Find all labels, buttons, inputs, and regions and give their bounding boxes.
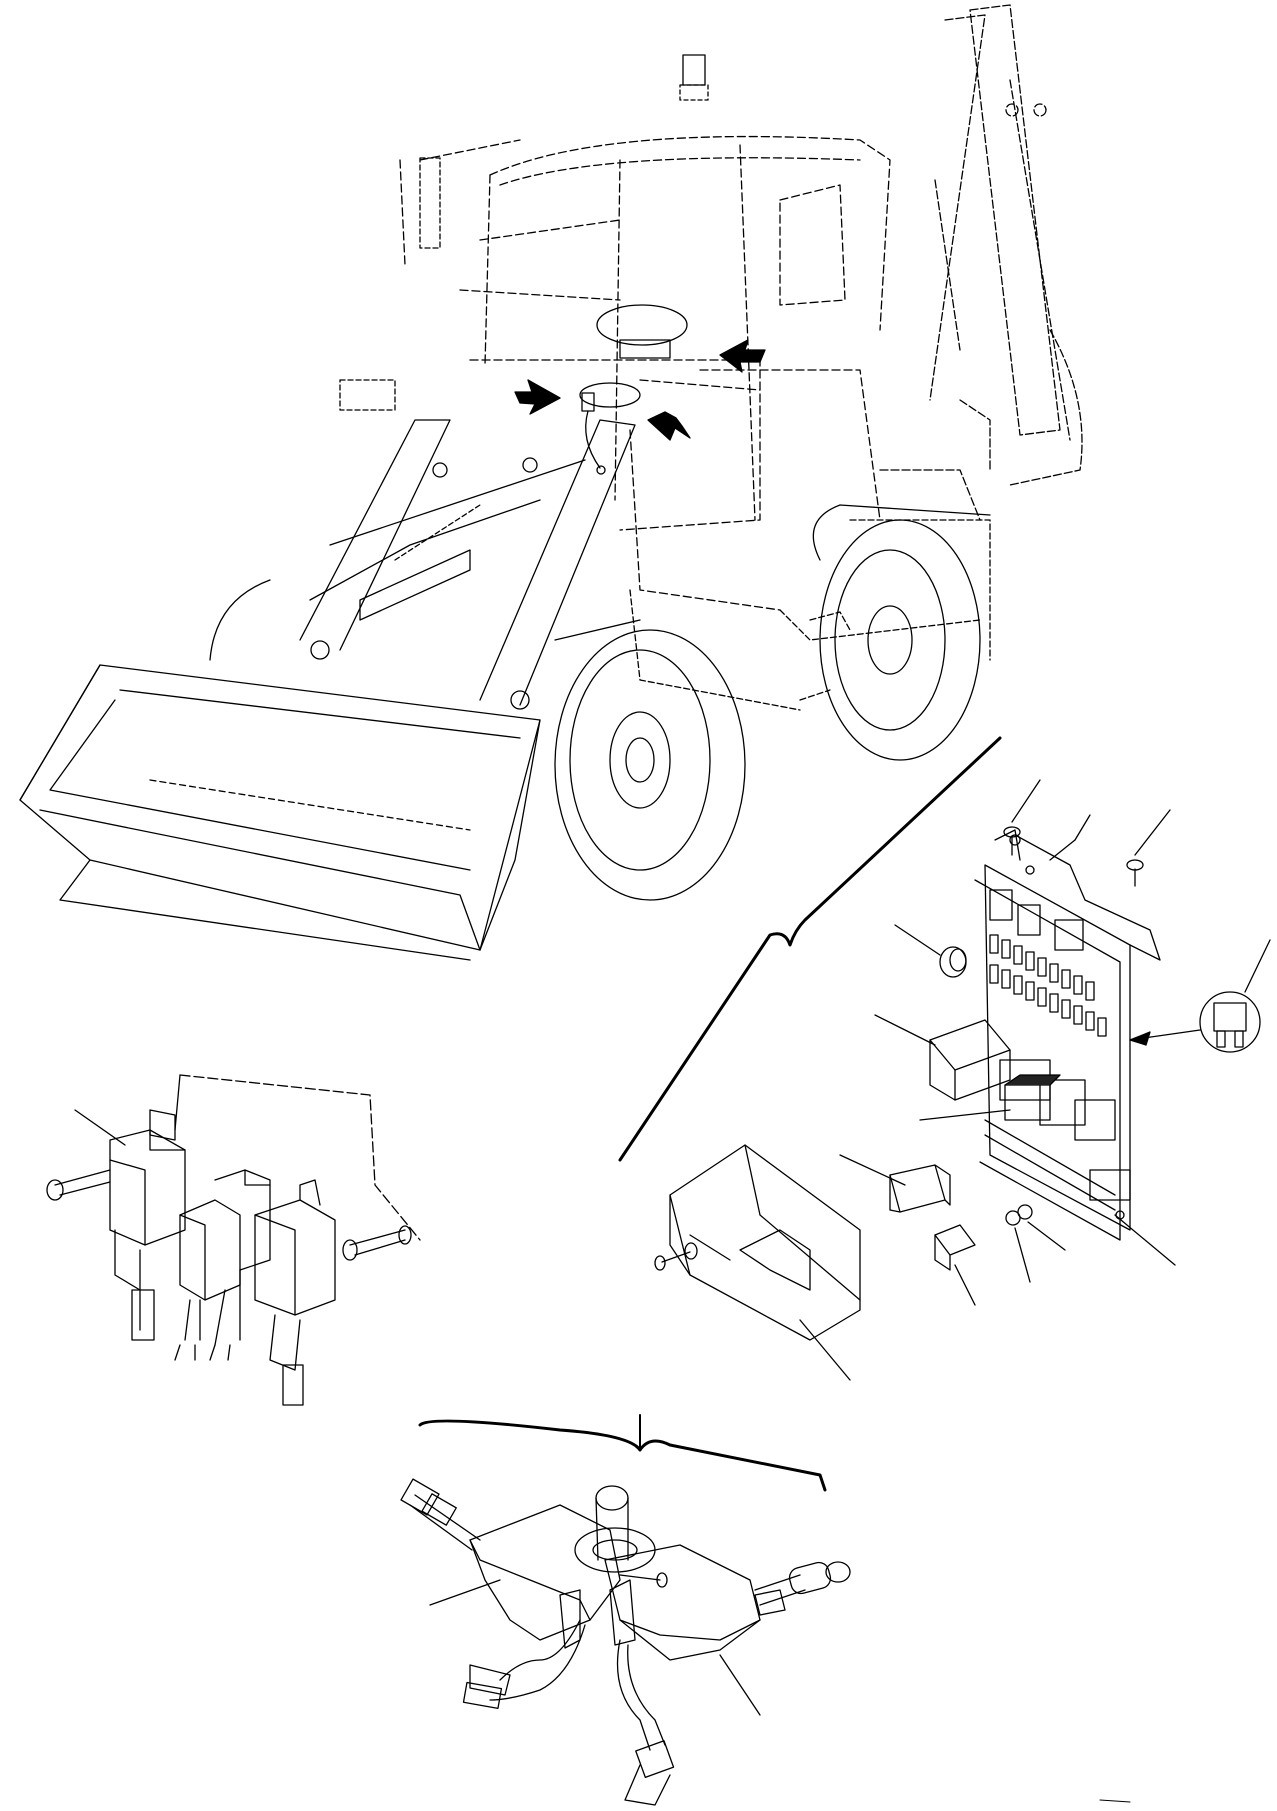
- buzzer: [939, 946, 967, 978]
- operator-cab: [399, 135, 891, 611]
- relay-bolt: [46, 1169, 111, 1201]
- steering-column-switch-view: [400, 1414, 851, 1806]
- arrow-icon: [719, 339, 766, 373]
- switch-harness: [462, 1619, 675, 1806]
- rear-wheel: [812, 504, 991, 761]
- leader-lines: [799, 779, 1271, 1381]
- fuse-relay-box-view: [618, 736, 1271, 1381]
- sheet-corner-mark: [1099, 1799, 1131, 1803]
- relay-bolt: [342, 1225, 412, 1261]
- chassis: [629, 519, 991, 711]
- loader-arms: [299, 419, 636, 710]
- arrow-icon: [647, 411, 691, 441]
- callout-arrows: [514, 339, 766, 441]
- relay-c: [254, 1179, 336, 1406]
- right-column-switch: [604, 1544, 851, 1661]
- diode-relay: [1004, 1074, 1061, 1121]
- leader-line: [74, 1109, 126, 1146]
- relay-a: [179, 1199, 241, 1341]
- loader-bucket: [19, 664, 541, 961]
- fuse-box: [974, 829, 1161, 1241]
- mounting-screw: [1003, 826, 1021, 856]
- grouping-brace: [618, 736, 1002, 1162]
- grouping-brace: [418, 1419, 827, 1492]
- large-relay: [929, 1019, 1011, 1101]
- switch-screw: [619, 1572, 668, 1588]
- relay-bank-view: [46, 1074, 421, 1406]
- leader-lines: [429, 1579, 761, 1716]
- cab-mirrors: [339, 157, 441, 411]
- mounting-screw: [1126, 859, 1144, 887]
- backhoe-loader-drawing: [19, 4, 1083, 961]
- steering-shaft: [574, 1485, 656, 1573]
- fuse-array: [989, 889, 1107, 1037]
- arrow-icon: [514, 379, 561, 415]
- steering-wheel: [579, 304, 688, 475]
- left-column-switch: [400, 1478, 621, 1649]
- small-relay-b: [934, 1224, 976, 1271]
- cover-screw: [654, 1242, 698, 1271]
- relay-b: [214, 1169, 271, 1346]
- beacon-light: [679, 54, 709, 101]
- flasher-relay: [109, 1109, 186, 1341]
- backhoe-boom: [879, 4, 1083, 521]
- nut: [1017, 1204, 1033, 1220]
- front-wheel: [209, 579, 746, 901]
- relay-wiring: [174, 1344, 231, 1361]
- fuse-box-cover: [669, 1144, 861, 1341]
- blade-fuse-detail: [1129, 991, 1261, 1053]
- washer: [1005, 1210, 1021, 1226]
- small-relay-a: [889, 1164, 951, 1213]
